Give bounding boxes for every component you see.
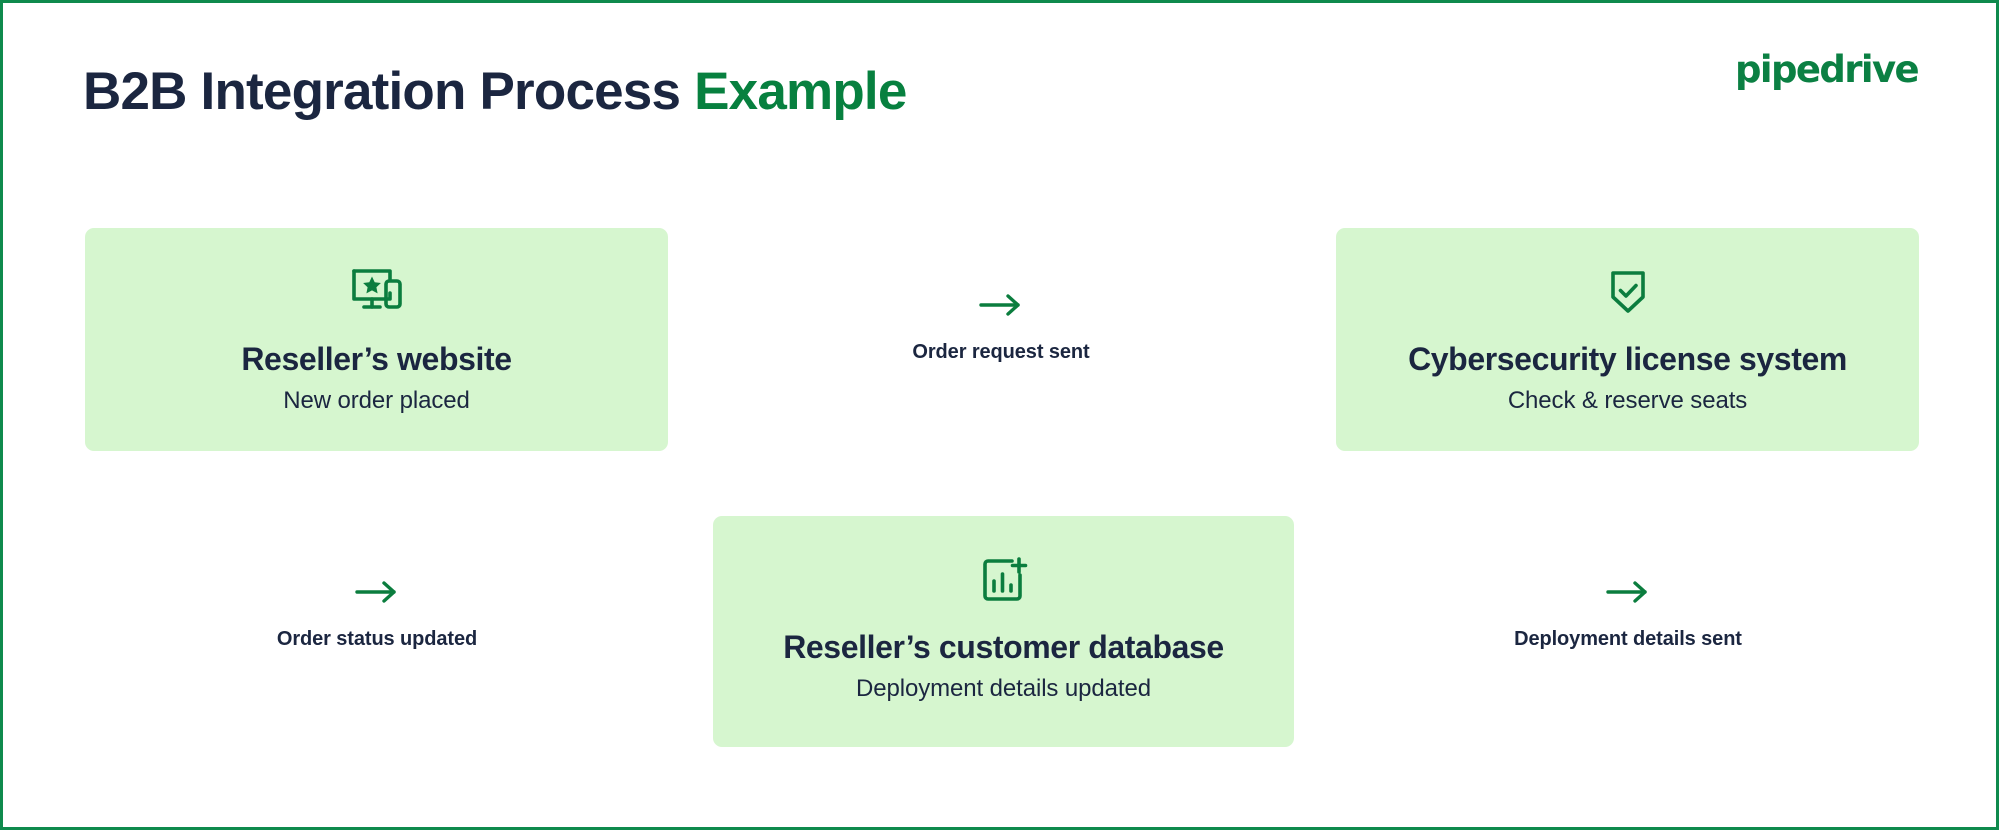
connector-deployment-details: Deployment details sent [1428, 575, 1828, 651]
monitor-mobile-star-icon [350, 265, 404, 319]
page-title: B2B Integration Process Example [83, 62, 907, 121]
connector-order-request: Order request sent [801, 288, 1201, 364]
pipedrive-logo: pipedrive [1735, 48, 1920, 91]
card-title: Reseller’s website [241, 341, 512, 377]
connector-order-status: Order status updated [177, 575, 577, 651]
shield-check-icon [1605, 265, 1651, 319]
arrow-right-icon [354, 575, 400, 609]
arrow-right-icon [1605, 575, 1651, 609]
card-cybersecurity-license-system: Cybersecurity license system Check & res… [1336, 228, 1919, 451]
connector-label: Order status updated [276, 628, 478, 650]
connector-label: Deployment details sent [1514, 628, 1742, 650]
card-subtitle: Deployment details updated [856, 674, 1151, 702]
arrow-right-icon [978, 288, 1024, 322]
card-title: Cybersecurity license system [1408, 341, 1847, 377]
page-title-accent: Example [694, 62, 907, 121]
card-subtitle: New order placed [283, 386, 470, 414]
card-subtitle: Check & reserve seats [1507, 386, 1748, 414]
card-reseller-website: Reseller’s website New order placed [85, 228, 668, 451]
page-title-primary: B2B Integration Process [83, 62, 681, 121]
card-title: Reseller’s customer database [783, 629, 1224, 665]
bar-chart-plus-icon [979, 553, 1029, 607]
connector-label: Order request sent [912, 341, 1090, 363]
card-reseller-customer-database: Reseller’s customer database Deployment … [713, 516, 1294, 747]
